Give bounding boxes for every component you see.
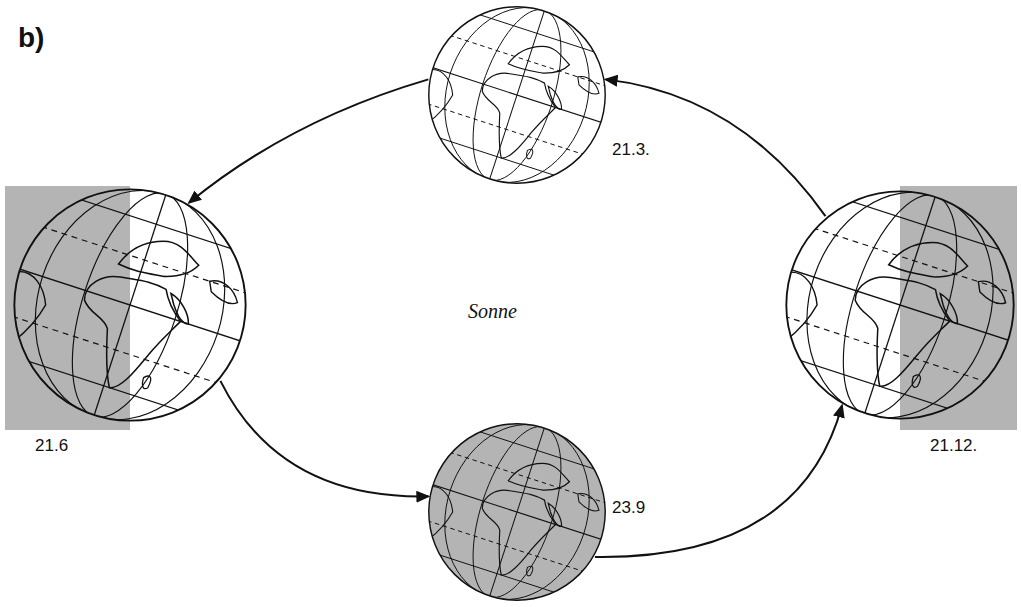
night-shade <box>5 186 130 430</box>
orbit-arrow <box>595 405 842 557</box>
earth-globe: 21.6 <box>12 187 248 423</box>
orbit-arrow <box>606 79 826 216</box>
figure-letter: b) <box>18 22 44 54</box>
globe-illustration <box>427 422 607 602</box>
orbit-arrow <box>220 381 428 497</box>
date-label: 21.12. <box>930 436 977 456</box>
earth-globe: 23.9 <box>427 422 607 602</box>
globe-illustration <box>427 5 607 185</box>
orbit-arrow <box>189 79 428 202</box>
globe-illustration <box>784 189 1016 421</box>
sun-label: Sonne <box>468 300 517 323</box>
earth-globe: 21.12. <box>784 189 1016 421</box>
date-label: 21.3. <box>612 140 650 160</box>
date-label: 23.9 <box>612 498 645 518</box>
date-label: 21.6 <box>35 436 68 456</box>
globe-illustration <box>12 187 248 423</box>
earth-globe: 21.3. <box>427 5 607 185</box>
